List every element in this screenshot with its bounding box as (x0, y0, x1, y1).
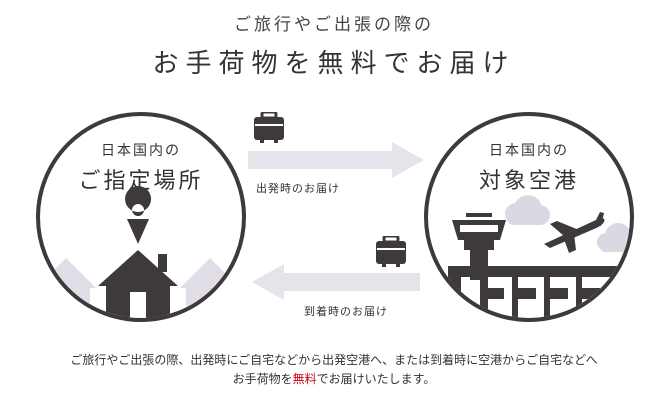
location-pin-icon (125, 186, 152, 244)
airport-illustration (448, 195, 630, 318)
footer-line-1: ご旅行やご出張の際、出発時にご自宅などから出発空港へ、または到着時に空港からご自… (70, 353, 598, 367)
right-arrow-icon (248, 142, 424, 178)
arrival-delivery-label: 到着時のお届け (304, 305, 388, 318)
right-circle-title: 対象空港 (478, 169, 579, 194)
headline-subtitle: ご旅行やご出張の際の (234, 15, 434, 35)
left-circle-subtitle: 日本国内の (101, 143, 181, 159)
footer-line-2-post: でお届けいたします。 (316, 372, 436, 386)
suitcase-icon (254, 112, 284, 143)
right-circle-subtitle: 日本国内の (489, 143, 569, 159)
footer-line-2-pre: お手荷物を (232, 372, 293, 386)
cloud-left-icon (505, 195, 550, 225)
faded-house-left-icon (40, 258, 96, 318)
target-airport-circle: 日本国内の 対象空港 (424, 112, 634, 322)
houses-illustration (40, 186, 240, 318)
terminal-building-icon (448, 266, 628, 318)
faded-house-right-icon (180, 258, 240, 318)
tower-window (460, 225, 498, 232)
home-door (130, 292, 146, 318)
departure-delivery-label: 出発時のお届け (256, 182, 340, 195)
free-highlight: 無料 (292, 372, 317, 386)
designated-place-circle: 日本国内の ご指定場所 (36, 112, 246, 322)
footer-line-2: お手荷物を無料でお届けいたします。 (0, 370, 668, 389)
airplane-icon (544, 212, 605, 253)
departure-arrow-graphic (248, 112, 424, 178)
arrival-arrow-graphic (252, 236, 420, 300)
cloud-right-icon (597, 223, 630, 252)
headline-title: お手荷物を無料でお届け (152, 49, 516, 79)
footer-description: ご旅行やご出張の際、出発時にご自宅などから出発空港へ、または到着時に空港からご自… (0, 351, 668, 389)
suitcase-icon-2 (376, 236, 406, 267)
left-arrow-icon (252, 264, 420, 300)
